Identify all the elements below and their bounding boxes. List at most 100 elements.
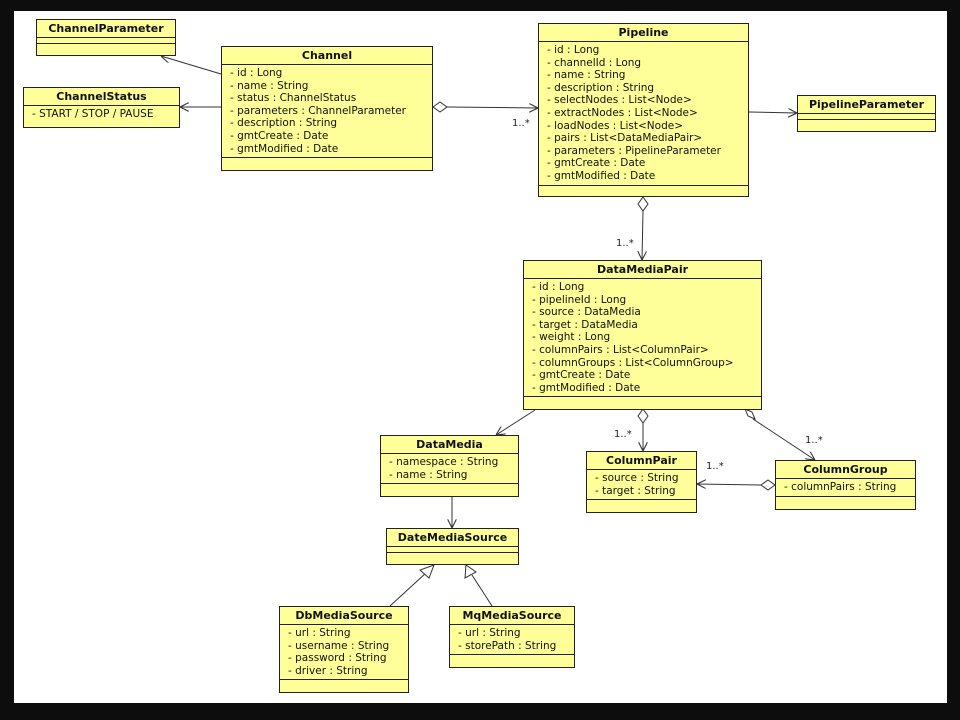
class-attribute: - password : String <box>288 652 387 665</box>
aggregation-diamond-columngroup <box>760 479 776 491</box>
generalization-mq <box>471 574 493 607</box>
class-title: ColumnPair <box>587 452 696 470</box>
class-operations <box>387 553 518 560</box>
class-operations <box>539 186 748 193</box>
class-datamedia[interactable]: DataMedia - namespace : String- name : S… <box>380 435 519 497</box>
link-pipeline-datamediapair <box>642 210 643 260</box>
aggregation-diamond-channel <box>432 101 448 113</box>
class-attributes: - id : Long- pipelineId : Long- source :… <box>524 279 761 398</box>
class-attribute: - gmtModified : Date <box>230 142 339 155</box>
class-attributes <box>37 38 175 44</box>
class-attribute: - pipelineId : Long <box>532 293 627 306</box>
class-attribute: - url : String <box>458 627 521 639</box>
generalization-db <box>389 571 428 607</box>
class-title: Channel <box>222 47 432 65</box>
class-attribute: - description : String <box>230 117 338 130</box>
mult-pair-columngroup: 1..* <box>805 435 823 446</box>
class-datemediasource[interactable]: DateMediaSource <box>386 528 519 565</box>
class-title: Pipeline <box>539 24 748 42</box>
class-attributes <box>387 547 518 553</box>
class-attributes: - url : String- storePath : String <box>450 625 574 656</box>
class-title: DbMediaSource <box>280 607 408 625</box>
class-operations <box>222 158 432 165</box>
mult-pair-columnpair: 1..* <box>614 429 632 440</box>
class-mqmediasource[interactable]: MqMediaSource - url : String- storePath … <box>449 606 575 668</box>
class-attribute: - pairs : List<DataMediaPair> <box>547 132 703 145</box>
class-attribute: - channelId : Long <box>547 56 642 69</box>
class-attribute: - namespace : String <box>389 456 499 468</box>
class-operations <box>381 484 518 491</box>
class-operations <box>776 497 915 504</box>
class-attributes: - START / STOP / PAUSE <box>24 106 179 123</box>
link-pair-columngroup <box>752 418 815 460</box>
aggregation-diamond-pipeline <box>637 196 649 212</box>
class-attribute: - description : String <box>547 81 655 94</box>
link-columngroup-columnpair <box>697 484 762 485</box>
class-attribute: - name : String <box>389 468 468 481</box>
class-attribute: - gmtCreate : Date <box>532 369 631 382</box>
class-attribute: - source : DataMedia <box>532 306 641 319</box>
class-attribute: - columnGroups : List<ColumnGroup> <box>532 356 734 369</box>
class-attribute: - id : Long <box>547 44 600 56</box>
class-attributes: - id : Long- channelId : Long- name : St… <box>539 42 748 186</box>
class-operations <box>37 44 175 51</box>
class-columngroup[interactable]: ColumnGroup - columnPairs : String <box>775 460 916 510</box>
class-attribute: - name : String <box>547 69 626 82</box>
class-operations <box>524 397 761 404</box>
class-title: PipelineParameter <box>798 96 935 114</box>
class-attribute: - parameters : ChannelParameter <box>230 104 406 117</box>
class-attribute: - columnPairs : String <box>784 481 897 493</box>
class-channelparameter[interactable]: ChannelParameter <box>36 19 176 56</box>
class-attribute: - weight : Long <box>532 331 611 344</box>
class-title: DataMedia <box>381 436 518 454</box>
class-attribute: - name : String <box>230 79 309 92</box>
class-attribute: - parameters : PipelineParameter <box>547 144 721 157</box>
class-attributes: - namespace : String- name : String <box>381 454 518 485</box>
class-title: ChannelParameter <box>37 20 175 38</box>
link-pair-datamedia <box>496 409 536 435</box>
aggregation-diamond-pair-columngroup <box>744 408 756 420</box>
class-attribute: - driver : String <box>288 664 368 677</box>
class-dbmediasource[interactable]: DbMediaSource - url : String- username :… <box>279 606 409 693</box>
class-attribute: - gmtModified : Date <box>532 381 641 394</box>
class-channel[interactable]: Channel - id : Long- name : String- stat… <box>221 46 433 171</box>
class-attribute: - gmtModified : Date <box>547 169 656 182</box>
class-attribute: - selectNodes : List<Node> <box>547 94 692 107</box>
class-attribute: - extractNodes : List<Node> <box>547 106 698 119</box>
class-attribute: - target : String <box>595 484 676 497</box>
class-attribute: - status : ChannelStatus <box>230 92 357 105</box>
class-attributes: - source : String- target : String <box>587 470 696 501</box>
class-attributes <box>798 114 935 120</box>
class-columnpair[interactable]: ColumnPair - source : String- target : S… <box>586 451 697 513</box>
class-title: DateMediaSource <box>387 529 518 547</box>
mult-group-columnpair: 1..* <box>706 461 724 472</box>
mult-channel-pipeline: 1..* <box>512 118 530 129</box>
class-operations <box>450 655 574 662</box>
class-attribute: - storePath : String <box>458 639 557 652</box>
class-attribute: - gmtCreate : Date <box>547 157 646 170</box>
class-pipelineparameter[interactable]: PipelineParameter <box>797 95 936 132</box>
class-attribute: - id : Long <box>532 281 585 293</box>
generalization-triangle-mq <box>464 564 477 579</box>
class-attributes: - columnPairs : String <box>776 479 915 497</box>
class-datamediapair[interactable]: DataMediaPair - id : Long- pipelineId : … <box>523 260 762 410</box>
class-title: ChannelStatus <box>24 88 179 106</box>
mult-pipeline-pair: 1..* <box>616 238 634 249</box>
link-channel-pipeline <box>446 107 538 108</box>
class-operations <box>798 120 935 127</box>
class-attribute: - columnPairs : List<ColumnPair> <box>532 343 709 356</box>
link-pipeline-pipelineparameter <box>748 112 797 113</box>
class-attribute: - target : DataMedia <box>532 318 638 331</box>
class-attribute: - START / STOP / PAUSE <box>32 108 154 120</box>
class-attribute: - username : String <box>288 639 390 652</box>
class-channelstatus[interactable]: ChannelStatus - START / STOP / PAUSE <box>23 87 180 128</box>
class-attribute: - id : Long <box>230 67 283 79</box>
class-title: ColumnGroup <box>776 461 915 479</box>
class-attributes: - id : Long- name : String- status : Cha… <box>222 65 432 159</box>
class-operations <box>280 680 408 687</box>
class-pipeline[interactable]: Pipeline - id : Long- channelId : Long- … <box>538 23 749 197</box>
class-title: DataMediaPair <box>524 261 761 279</box>
class-attribute: - loadNodes : List<Node> <box>547 119 684 132</box>
